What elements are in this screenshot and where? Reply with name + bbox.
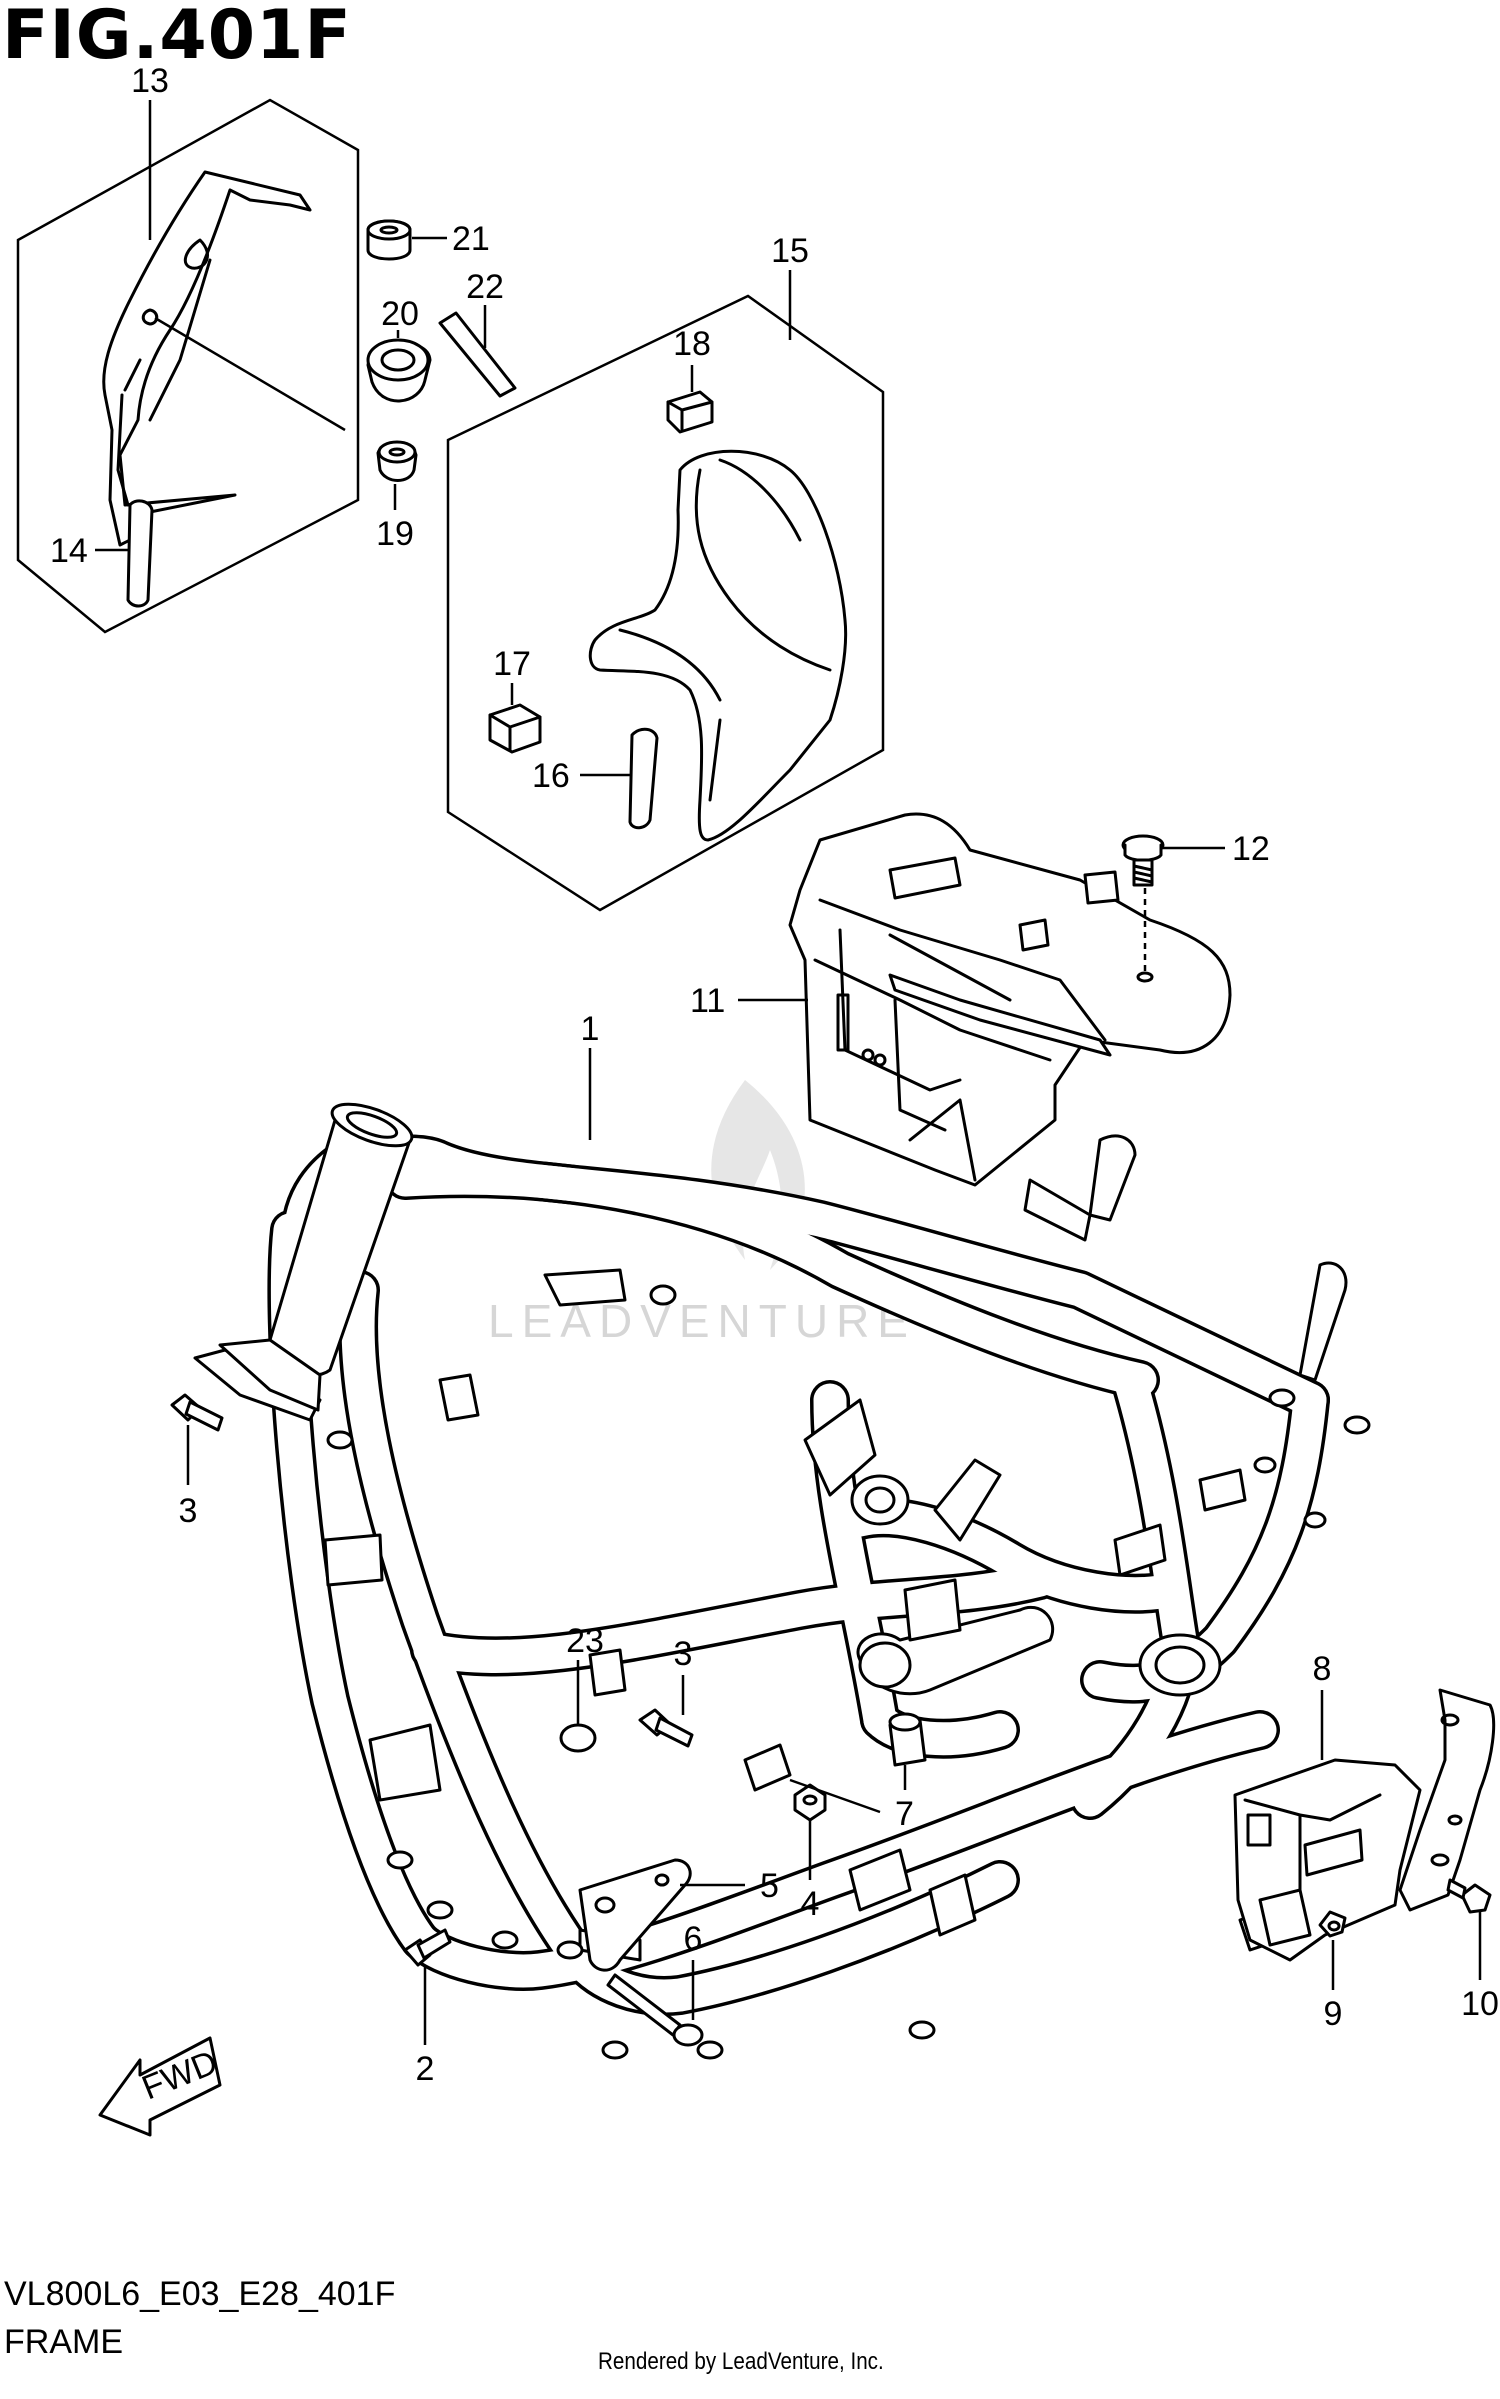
part-19-collar	[376, 440, 418, 510]
part-2-bolt	[403, 1928, 452, 2045]
part-12-bolt	[1121, 834, 1225, 972]
callout-10: 10	[1461, 1985, 1499, 2023]
render-credit: Rendered by LeadVenture, Inc.	[598, 2348, 884, 2375]
part-7-bushings	[743, 1712, 927, 1814]
callout-19: 19	[376, 515, 414, 553]
small-parts-19-22	[366, 219, 517, 510]
part-20-grommet	[366, 330, 432, 403]
part-22-tape	[438, 305, 517, 398]
part-6-bolt	[606, 1960, 704, 2047]
part-13-frame-cover	[102, 170, 312, 547]
cross-member	[850, 1474, 1222, 1697]
callout-9: 9	[1324, 1995, 1343, 2033]
callout-12: 12	[1232, 830, 1270, 868]
watermark-text: LEADVENTURE	[488, 1295, 916, 1347]
part-14-seal	[126, 499, 154, 608]
model-code: VL800L6_E03_E28_401F	[4, 2275, 396, 2313]
leader-13-19	[154, 316, 346, 432]
callout-8: 8	[1313, 1650, 1332, 1688]
part-8-bracket-assembly	[1233, 1688, 1496, 1962]
callout-3a: 3	[179, 1492, 198, 1530]
callout-4: 4	[801, 1885, 820, 1923]
part-4-nut	[793, 1783, 827, 1880]
figure-title: FIG.401F	[2, 0, 352, 75]
callout-14: 14	[50, 532, 88, 570]
callout-11: 11	[690, 982, 725, 1020]
callout-20: 20	[381, 295, 419, 333]
part-5-bracket	[578, 1858, 745, 1972]
callout-1: 1	[581, 1010, 600, 1048]
figure-name: FRAME	[4, 2323, 123, 2361]
callout-6: 6	[684, 1920, 703, 1958]
callout-labels: 1 2 3 3 4 5 6 7 8 9 10 11 12 13 14 15 16…	[50, 62, 1499, 2088]
part-3-bolt-right	[638, 1675, 694, 1748]
part-9-bolt	[1318, 1910, 1347, 1990]
callout-5: 5	[760, 1867, 779, 1905]
part-10-bolt	[1446, 1878, 1492, 1980]
callout-16: 16	[532, 757, 570, 795]
callout-13: 13	[131, 62, 169, 100]
callout-21: 21	[452, 220, 490, 258]
callout-15: 15	[771, 232, 809, 270]
group-15-tank-cover	[446, 270, 885, 912]
part-1-frame	[193, 1048, 1371, 2060]
callout-18: 18	[673, 325, 711, 363]
part-18-pad	[666, 365, 714, 434]
part-17-pad	[488, 683, 542, 754]
callout-17: 17	[493, 645, 531, 683]
part-16-seal	[580, 727, 659, 830]
group-13-box	[16, 98, 360, 634]
callout-2: 2	[416, 2050, 435, 2088]
group-13-frame-cover	[16, 98, 360, 634]
part-23-plug	[559, 1660, 597, 1753]
part-21-cushion	[366, 219, 447, 261]
callout-7: 7	[895, 1795, 914, 1833]
fwd-arrow: FWD	[98, 2036, 223, 2137]
part-3-bolt-left	[170, 1393, 224, 1485]
callout-23: 23	[566, 1622, 604, 1660]
callout-3b: 3	[674, 1635, 693, 1673]
part-11-battery-holder	[738, 812, 1232, 1187]
part-15-cover	[588, 449, 848, 842]
group-15-box	[446, 294, 885, 912]
callout-22: 22	[466, 268, 504, 306]
